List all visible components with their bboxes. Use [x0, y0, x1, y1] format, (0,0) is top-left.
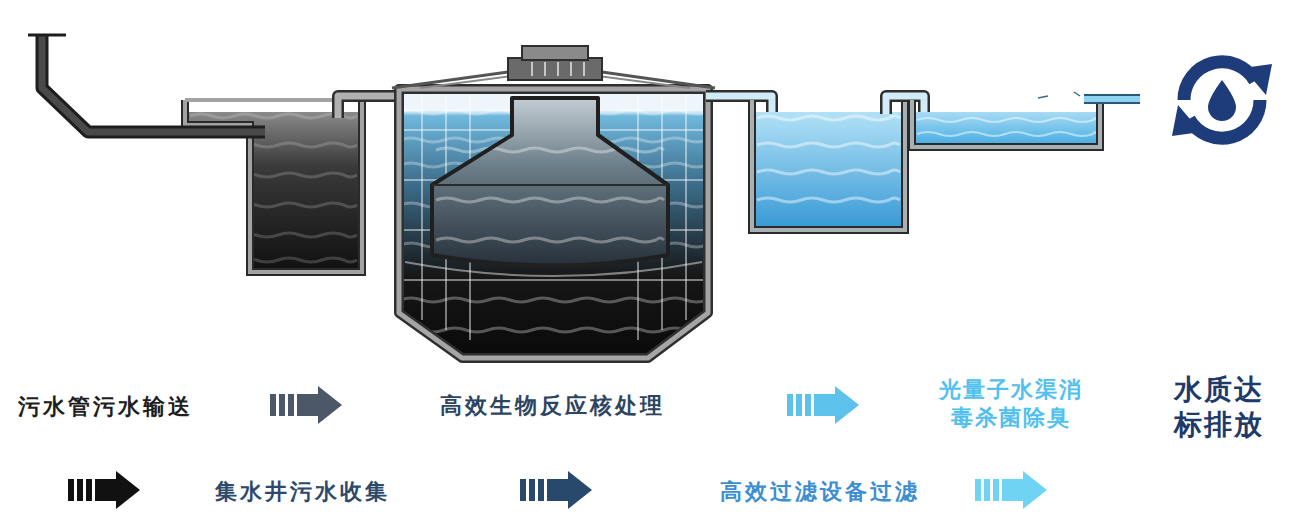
reaction-core — [432, 98, 668, 266]
inlet-pipe — [28, 35, 265, 132]
flow-arrow — [975, 471, 1047, 509]
recycle-water-icon — [1172, 62, 1272, 138]
filter-pool — [912, 100, 1100, 147]
water-wave — [436, 148, 664, 152]
connecting-pipe — [338, 96, 402, 118]
connecting-pipe — [706, 96, 772, 114]
step-label: 高效生物反应核处理 — [440, 392, 665, 420]
water-wave — [757, 198, 900, 202]
bio-reactor — [392, 46, 715, 358]
water-wave — [917, 132, 1096, 136]
water-wave — [436, 238, 664, 242]
water-wave — [190, 203, 357, 207]
step-label: 集水井污水收集 — [215, 478, 390, 506]
step-label: 污水管污水输送 — [18, 393, 193, 421]
water-wave — [917, 118, 1096, 122]
step-label: 光量子水渠消 毒杀菌除臭 — [928, 376, 1094, 431]
water-wave — [190, 143, 357, 147]
water-wave — [436, 198, 664, 202]
flow-arrow — [520, 471, 592, 509]
flow-arrow — [270, 386, 342, 424]
water-wave — [190, 173, 357, 177]
disinfection-channel — [752, 100, 905, 230]
flow-arrow — [68, 471, 140, 509]
step-label: 水质达 标排放 — [1163, 372, 1275, 442]
step-label: 高效过滤设备过滤 — [720, 478, 920, 506]
water-wave — [190, 233, 357, 237]
flow-arrow — [787, 386, 859, 424]
connecting-pipe — [886, 96, 924, 114]
water-wave — [190, 114, 357, 118]
water-wave — [757, 143, 900, 147]
water-wave — [190, 258, 357, 262]
water-wave — [757, 170, 900, 174]
water-wave — [757, 116, 900, 120]
outlet-pipe — [1038, 92, 1140, 99]
